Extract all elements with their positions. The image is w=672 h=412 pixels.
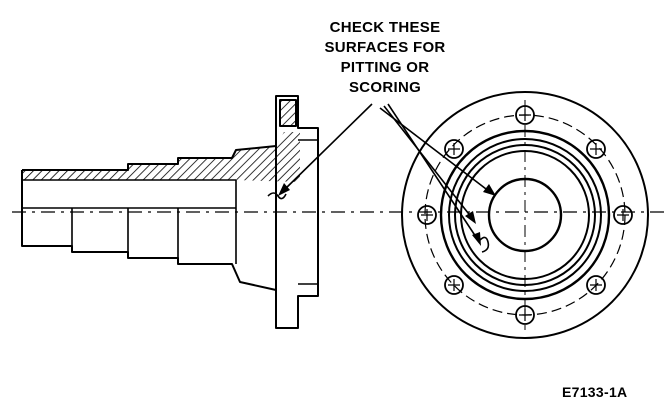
callout-line: PITTING OR <box>340 59 430 76</box>
bolt-hole <box>586 139 606 159</box>
bolt-hole <box>444 275 464 295</box>
bolt-hole <box>417 205 437 225</box>
bolt-hole <box>586 275 606 295</box>
arrow-bore <box>483 184 496 196</box>
end-surface-mark <box>479 236 490 253</box>
callout-line: SCORING <box>348 79 422 96</box>
bolt-hole <box>444 139 464 159</box>
flange-outer-circle <box>401 91 649 339</box>
leader-to-inner-face <box>387 103 479 241</box>
hub-ring-3 <box>454 144 596 286</box>
figure-id: E7133-1A <box>562 384 628 400</box>
callout-line: CHECK THESE <box>329 19 441 36</box>
callout-line: SURFACES FOR <box>324 39 446 56</box>
flange-hatch-block <box>279 99 297 127</box>
spindle-side-view <box>21 95 319 329</box>
arrow-hub-ring <box>465 211 476 224</box>
leader-to-hub-ring <box>383 105 473 219</box>
spindle-section-hatching <box>22 132 300 182</box>
arrow-inner-face <box>472 232 481 246</box>
spindle-flange <box>275 95 319 329</box>
leader-to-side-view <box>281 103 373 193</box>
spindle-end-view <box>401 91 649 339</box>
flange-inner-lines <box>275 139 318 290</box>
spindle-bore-lines <box>22 179 237 264</box>
spindle-outline <box>21 145 277 291</box>
bore-circle <box>487 177 563 253</box>
leader-to-bore <box>379 107 491 193</box>
arrow-side-view <box>278 183 290 196</box>
hub-ring-2 <box>448 138 602 292</box>
inspection-callout: CHECK THESE SURFACES FOR PITTING OR SCOR… <box>300 18 470 98</box>
bolt-hole <box>613 205 633 225</box>
callout-leaders <box>278 103 496 246</box>
